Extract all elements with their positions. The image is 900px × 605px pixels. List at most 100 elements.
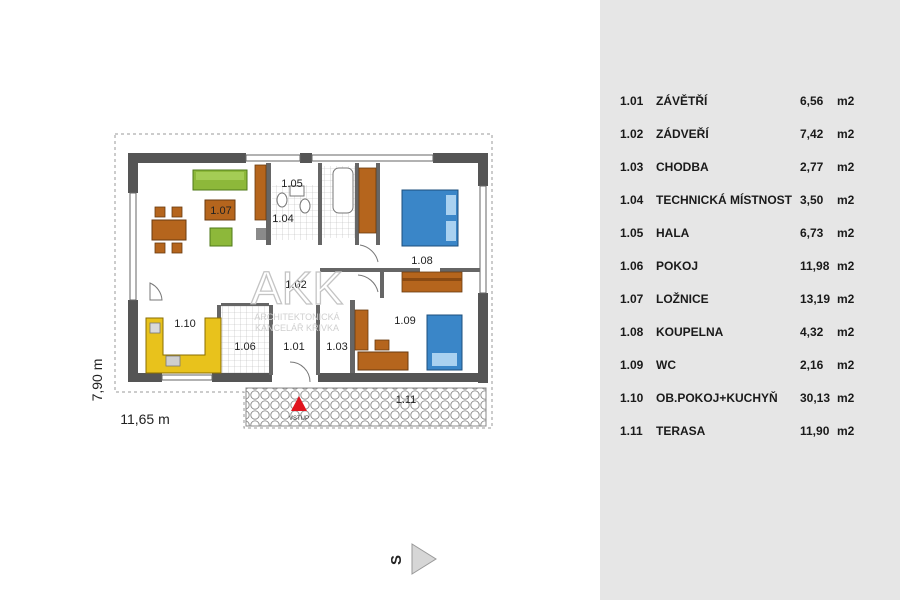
- bathtub: [332, 167, 354, 214]
- room-area: 30,13: [800, 391, 831, 405]
- room-area: 13,19: [800, 292, 831, 306]
- room-label-1-03: 1.03: [326, 341, 347, 353]
- room-code: 1.05: [620, 226, 644, 240]
- room-area: 6,56: [800, 94, 824, 108]
- room-label-1-11: 1.11: [396, 394, 417, 406]
- room-area: 6,73: [800, 226, 824, 240]
- room-code: 1.10: [620, 391, 644, 405]
- desk-chair: [374, 339, 390, 351]
- room-code: 1.02: [620, 127, 644, 141]
- room-area: 11,98: [800, 259, 830, 273]
- dining-table: [151, 219, 187, 241]
- dimension-outline: [114, 133, 493, 429]
- floor-plan-drawing: 1.05 1.04 1.07 1.08 1.02 1.10 1.09 1.06 …: [89, 133, 493, 575]
- room-area: 11,90: [800, 424, 830, 438]
- legend-row: 1.01 ZÁVĚTŘÍ 6,56 m2: [620, 94, 880, 127]
- room-name: WC: [656, 358, 676, 372]
- room-label-1-02: 1.02: [285, 279, 306, 291]
- floor-tiles-1-06: [221, 305, 269, 373]
- door-swings: [289, 244, 379, 383]
- outer-walls: [128, 153, 488, 383]
- room-label-1-10: 1.10: [174, 318, 195, 330]
- room-label-1-06: 1.06: [234, 341, 255, 353]
- entrance-label: VSTUP: [289, 416, 309, 422]
- stove: [149, 322, 161, 334]
- room-code: 1.07: [620, 292, 644, 306]
- wc-toilet: [276, 192, 288, 208]
- room-name: CHODBA: [656, 160, 709, 174]
- room-unit: m2: [837, 193, 855, 207]
- kitchen-counter: [145, 317, 222, 374]
- coffee-table: [204, 199, 236, 221]
- room-unit: m2: [837, 160, 855, 174]
- watermark-main: AKK: [251, 262, 343, 314]
- width-dimension: 11,65 m: [120, 411, 170, 427]
- room-unit: m2: [837, 424, 855, 438]
- wardrobes: [254, 164, 463, 351]
- room-label-1-09: 1.09: [394, 315, 415, 327]
- bathroom-toilet: [299, 198, 311, 214]
- legend-row: 1.07 LOŽNICE 13,19 m2: [620, 292, 880, 325]
- room-area: 4,32: [800, 325, 824, 339]
- pillow: [446, 221, 456, 241]
- desk: [357, 351, 409, 371]
- pillow: [432, 353, 457, 366]
- room-code: 1.08: [620, 325, 644, 339]
- armchair: [209, 227, 233, 247]
- room-unit: m2: [837, 325, 855, 339]
- door-swing-living: [149, 282, 163, 301]
- watermark-line1: ARCHITEKTONICKÁ: [254, 312, 339, 322]
- orientation-letter: S: [388, 555, 405, 565]
- technical-unit: [256, 228, 266, 240]
- room-code: 1.06: [620, 259, 644, 273]
- room-code: 1.01: [620, 94, 644, 108]
- room-area: 2,16: [800, 358, 824, 372]
- room-code: 1.09: [620, 358, 644, 372]
- room-name: ZÁDVEŘÍ: [656, 127, 709, 141]
- room-name: TERASA: [656, 424, 706, 438]
- room-unit: m2: [837, 259, 855, 273]
- room-unit: m2: [837, 94, 855, 108]
- room-name: LOŽNICE: [656, 292, 709, 306]
- room-name: HALA: [656, 226, 690, 240]
- room-name: POKOJ: [656, 259, 699, 273]
- legend-row: 1.10 OB.POKOJ+KUCHYŇ 30,13 m2: [620, 391, 880, 424]
- room-name: TECHNICKÁ MÍSTNOST: [656, 193, 792, 207]
- room-code: 1.03: [620, 160, 644, 174]
- terrace: [245, 387, 487, 427]
- legend-row: 1.08 KOUPELNA 4,32 m2: [620, 325, 880, 358]
- pillow: [446, 195, 456, 215]
- legend-row: 1.03 CHODBA 2,77 m2: [620, 160, 880, 193]
- floor-plan: 1.05 1.04 1.07 1.08 1.02 1.10 1.09 1.06 …: [89, 133, 493, 575]
- legend-row: 1.09 WC 2,16 m2: [620, 358, 880, 391]
- sink: [165, 355, 181, 367]
- room-unit: m2: [837, 391, 855, 405]
- washbasin: [289, 185, 305, 197]
- room-unit: m2: [837, 292, 855, 306]
- room-area: 2,77: [800, 160, 824, 174]
- room-unit: m2: [837, 127, 855, 141]
- akk-logo: AKK: [250, 261, 344, 314]
- room-unit: m2: [837, 358, 855, 372]
- room-unit: m2: [837, 226, 855, 240]
- room-name: KOUPELNA: [656, 325, 724, 339]
- room-name: ZÁVĚTŘÍ: [656, 94, 708, 108]
- legend-row: 1.06 POKOJ 11,98 m2: [620, 259, 880, 292]
- north-arrow-icon: [411, 543, 437, 575]
- room-code: 1.04: [620, 193, 644, 207]
- room-labels: 1.05 1.04 1.07 1.08 1.02 1.10 1.09 1.06 …: [174, 178, 432, 406]
- room-name: OB.POKOJ+KUCHYŇ: [656, 391, 778, 405]
- height-dimension: 7,90 m: [89, 359, 105, 402]
- windows: [129, 154, 487, 381]
- room-area: 3,50: [800, 193, 824, 207]
- legend-row: 1.05 HALA 6,73 m2: [620, 226, 880, 259]
- room-label-1-07: 1.07: [210, 205, 231, 217]
- watermark-line2: KANCELÁŘ KŘIVKA: [255, 323, 339, 333]
- room-label-1-04: 1.04: [272, 213, 293, 225]
- room-label-1-08: 1.08: [411, 255, 432, 267]
- entrance-arrow-icon: [291, 396, 307, 411]
